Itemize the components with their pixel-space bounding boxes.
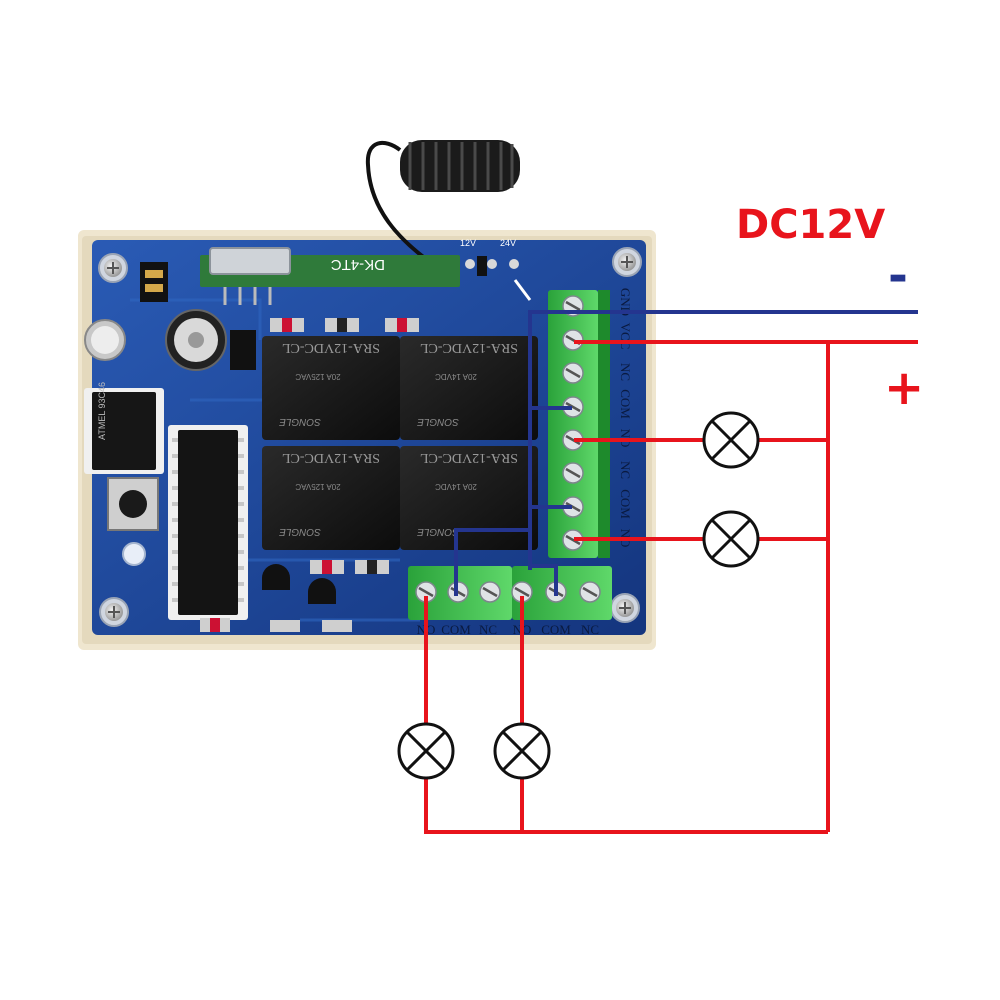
negative-sign: -: [888, 248, 908, 304]
terminal-screw-icon: [562, 529, 584, 551]
terminal-label-com-2: COM: [618, 489, 633, 519]
lamp-icon: [493, 722, 551, 780]
mounting-screws: [98, 247, 642, 627]
positive-sign: +: [884, 360, 924, 416]
relay-1-rating: 20A 125VAC: [295, 372, 340, 381]
relay-2: SRA-12VDC-CL 20A 14VDC SONGLE: [400, 336, 538, 440]
relay-3-rating: 20A 125VAC: [295, 482, 340, 491]
supply-voltage-label: DC12V: [736, 202, 885, 248]
smd-components: [200, 318, 419, 632]
relay-2-marking: SRA-12VDC-CL: [420, 340, 518, 355]
lamp-icon: [397, 722, 455, 780]
terminal-screw-icon: [562, 362, 584, 384]
screw-icon: [612, 247, 642, 277]
relay-2-rating: 20A 14VDC: [435, 372, 477, 381]
terminal-label-com-1: COM: [618, 389, 633, 419]
relay-1-brand: SONGLE: [279, 416, 321, 427]
lamp-icon: [702, 411, 760, 469]
terminal-label-vcc: VCC: [618, 323, 633, 350]
learn-button: [107, 477, 159, 531]
header-pins: [140, 262, 168, 302]
terminal-label-nc-4: NC: [581, 622, 599, 637]
relay-3: SRA-12VDC-CL 20A 125VAC SONGLE: [262, 446, 400, 550]
terminal-screw-icon: [579, 581, 601, 603]
terminal-label-com-4: COM: [541, 622, 571, 637]
board-model: DK-4TC: [331, 256, 385, 273]
terminal-screw-icon: [562, 396, 584, 418]
relay-4-rating: 20A 14VDC: [435, 482, 477, 491]
voltage-jumper: 12V 24V: [460, 238, 532, 301]
microcontroller: [168, 425, 248, 620]
rf-module: DK-4TC: [200, 247, 460, 305]
terminal-screw-icon: [562, 496, 584, 518]
relay-4-marking: SRA-12VDC-CL: [420, 450, 518, 465]
terminal-label-nc-2: NC: [618, 461, 633, 479]
negative-com3-wire: [454, 528, 530, 596]
terminal-screw-icon: [562, 429, 584, 451]
jumper-24v-label: 24V: [500, 238, 516, 248]
terminal-label-com-3: COM: [441, 622, 471, 637]
jumper-12v-label: 12V: [460, 238, 476, 248]
led-icon: [122, 542, 146, 566]
terminal-label-nc-1: NC: [618, 363, 633, 381]
supply-labels: DC12V - +: [736, 202, 924, 416]
screw-icon: [98, 253, 128, 283]
relay-1-marking: SRA-12VDC-CL: [282, 340, 380, 355]
chip-marking: ATMEL 93C46: [97, 382, 107, 440]
terminal-screw-icon: [562, 462, 584, 484]
terminal-screw-icon: [479, 581, 501, 603]
loads: [397, 411, 760, 780]
terminal-label-nc-3: NC: [479, 622, 497, 637]
relay-3-marking: SRA-12VDC-CL: [282, 450, 380, 465]
relay-1: SRA-12VDC-CL 20A 125VAC SONGLE: [262, 336, 400, 440]
bottom-terminal-block: [408, 566, 612, 620]
antenna-icon: [365, 140, 520, 264]
terminal-label-gnd: GND: [618, 288, 633, 316]
screw-icon: [99, 597, 129, 627]
screw-icon: [610, 593, 640, 623]
eeprom-chip: ATMEL 93C46: [84, 382, 164, 474]
right-terminal-labels: VCC GND NC COM NO NC COM NO: [618, 288, 633, 547]
lamp-icon: [702, 510, 760, 568]
right-terminal-block: [548, 290, 610, 558]
relays: SRA-12VDC-CL 20A 125VAC SONGLE SRA-12VDC…: [262, 336, 538, 550]
positive-wiring: [424, 340, 918, 834]
relay-3-brand: SONGLE: [279, 526, 321, 537]
negative-wiring: [454, 310, 918, 596]
transistors: [230, 330, 336, 604]
relay-4-brand: SONGLE: [417, 526, 459, 537]
relay-4: SRA-12VDC-CL 20A 14VDC SONGLE: [400, 446, 538, 550]
negative-com4-wire: [530, 564, 558, 596]
relay-2-brand: SONGLE: [417, 416, 459, 427]
capacitors: [84, 309, 227, 371]
